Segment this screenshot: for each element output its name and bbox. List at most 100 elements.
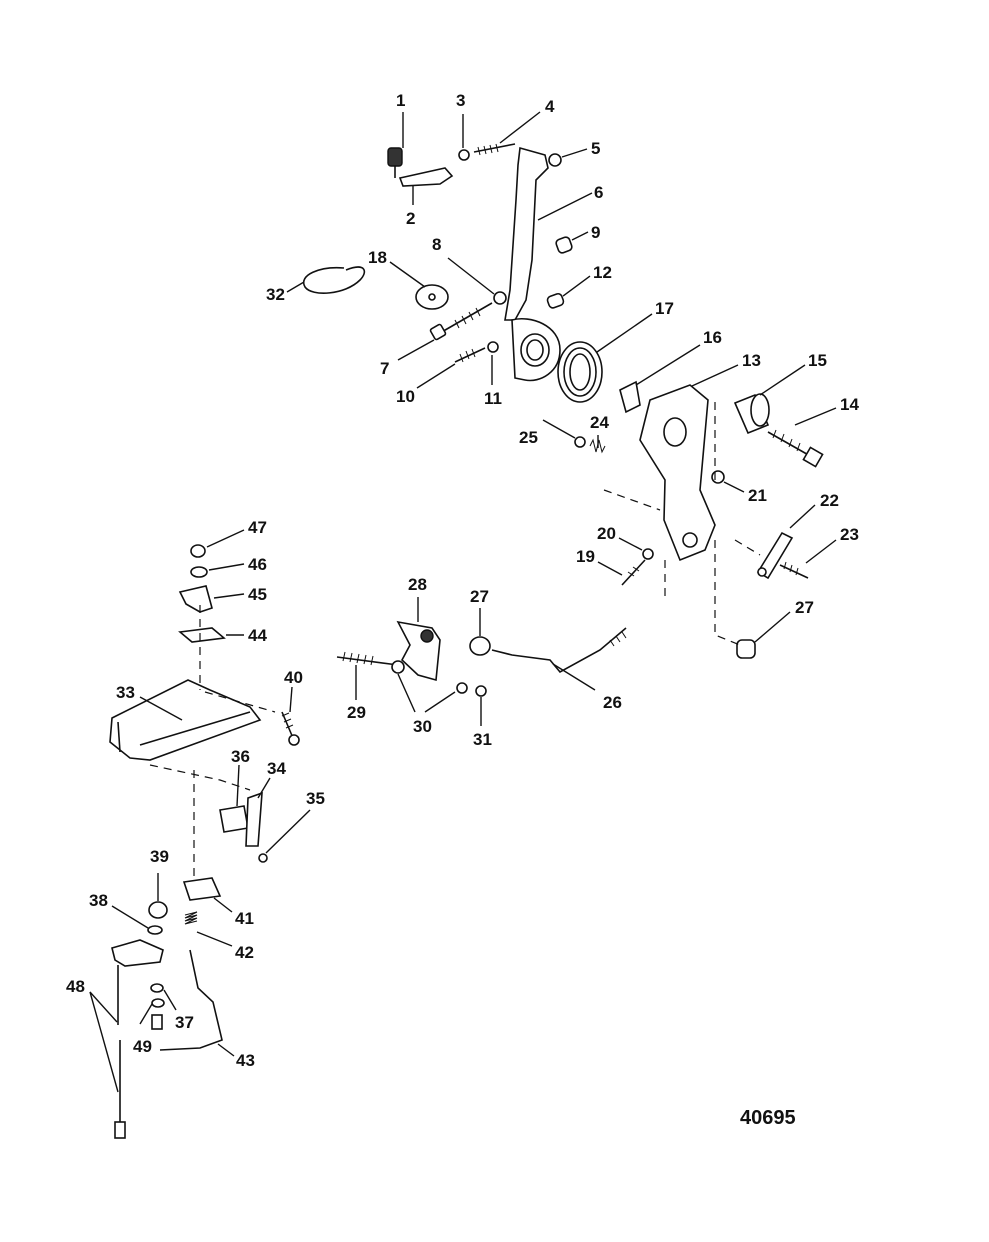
part-8-washer (493, 291, 507, 305)
callout-label: 14 (840, 395, 859, 414)
part-40-screw (281, 711, 300, 746)
part-35-screw (258, 853, 268, 863)
callout-4: 4 (499, 97, 555, 144)
callout-13: 13 (691, 351, 761, 387)
callout-46: 46 (208, 555, 267, 574)
callout-48: 48 (66, 977, 119, 1093)
callout-label: 49 (133, 1037, 152, 1056)
callout-34: 34 (257, 759, 286, 799)
callout-label: 37 (175, 1013, 194, 1032)
callout-label: 27 (795, 598, 814, 617)
callout-42: 42 (196, 931, 254, 962)
parts-artwork (109, 143, 824, 1139)
alignment-lines-left (149, 605, 276, 880)
callout-label: 39 (150, 847, 169, 866)
callout-label: 22 (820, 491, 839, 510)
callout-33: 33 (116, 683, 183, 721)
callout-label: 48 (66, 977, 85, 996)
callout-label: 18 (368, 248, 387, 267)
callout-36: 36 (231, 747, 250, 807)
part-31-nut (475, 685, 487, 697)
part-cam-plate (511, 318, 561, 382)
callout-40: 40 (284, 668, 303, 713)
callout-30: 30 (397, 673, 456, 736)
callout-7: 7 (380, 339, 435, 378)
callout-21: 21 (723, 481, 767, 505)
callout-label: 5 (591, 139, 600, 158)
callout-31: 31 (473, 697, 492, 749)
callout-10: 10 (396, 363, 456, 406)
part-shift-arm (111, 939, 164, 967)
callout-37: 37 (163, 989, 194, 1032)
part-29-rod (336, 651, 399, 666)
part-36-block (219, 805, 249, 833)
callout-9: 9 (571, 223, 600, 242)
callout-label: 29 (347, 703, 366, 722)
part-48-rods (114, 965, 126, 1139)
part-21-nut (711, 470, 725, 484)
callout-41: 41 (213, 897, 254, 928)
callout-label: 32 (266, 285, 285, 304)
callout-19: 19 (576, 547, 623, 576)
callout-label: 41 (235, 909, 254, 928)
part-5-nut (548, 153, 562, 167)
callout-6: 6 (537, 183, 603, 221)
callout-5: 5 (561, 139, 600, 158)
part-2-link (398, 167, 454, 187)
callout-label: 13 (742, 351, 761, 370)
part-19-screw (621, 559, 646, 586)
callout-17: 17 (596, 299, 674, 353)
callout-27a: 27 (470, 587, 489, 636)
part-46-washer (190, 566, 208, 578)
callout-label: 20 (597, 524, 616, 543)
callout-22: 22 (789, 491, 839, 529)
part-44-plate (178, 627, 226, 643)
callout-11: 11 (484, 355, 502, 408)
part-33-main-bracket (109, 679, 262, 761)
callout-38: 38 (89, 891, 149, 929)
callout-label: 38 (89, 891, 108, 910)
callout-1: 1 (396, 91, 405, 148)
callout-29: 29 (347, 665, 366, 722)
callout-label: 11 (484, 389, 502, 408)
callout-3: 3 (456, 91, 465, 148)
callout-label: 4 (545, 97, 555, 116)
part-20-washer (642, 548, 654, 560)
part-49-bushing (151, 1014, 163, 1030)
part-10-stud (454, 347, 486, 363)
callout-label: 36 (231, 747, 250, 766)
part-38-washer (147, 925, 163, 935)
callout-label: 25 (519, 428, 538, 447)
callout-label: 2 (406, 209, 415, 228)
callout-label: 40 (284, 668, 303, 687)
callout-label: 46 (248, 555, 267, 574)
callout-2: 2 (406, 186, 415, 228)
callout-label: 10 (396, 387, 415, 406)
part-41-base-block (182, 877, 222, 901)
part-30-nut-a (391, 660, 405, 674)
callout-8: 8 (432, 235, 495, 295)
callout-47: 47 (206, 518, 267, 548)
callout-label: 3 (456, 91, 465, 110)
callout-label: 42 (235, 943, 254, 962)
callout-28: 28 (408, 575, 427, 622)
callout-label: 15 (808, 351, 827, 370)
part-27-bushing-right (736, 639, 756, 659)
part-14-bolt (767, 429, 824, 468)
part-6-throttle-arm (504, 146, 549, 321)
part-26-link-rod (491, 627, 627, 674)
callout-label: 24 (590, 413, 609, 432)
part-45-clamp (178, 585, 213, 613)
part-28-bracket (396, 620, 441, 682)
callout-label: 26 (603, 693, 622, 712)
callout-44: 44 (226, 626, 267, 645)
part-23-screw (779, 561, 809, 579)
part-37-washer (150, 983, 164, 993)
callout-label: 34 (267, 759, 286, 778)
callout-label: 44 (248, 626, 267, 645)
callout-14: 14 (794, 395, 859, 426)
part-17-spring (557, 341, 603, 403)
part-3-nut (458, 149, 470, 161)
callout-24: 24 (590, 413, 609, 448)
